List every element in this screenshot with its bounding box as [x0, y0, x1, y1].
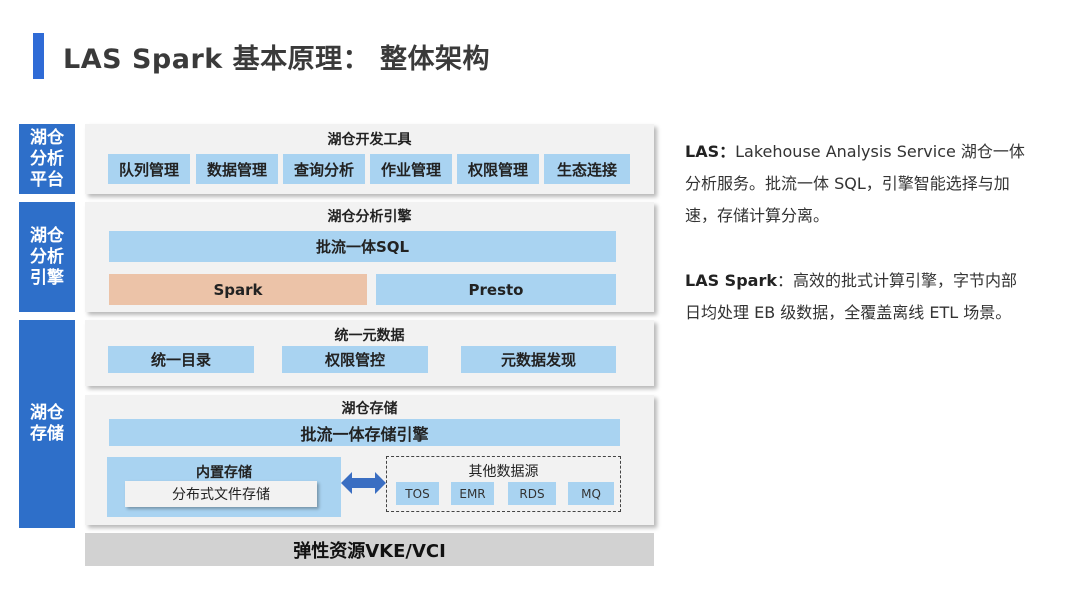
- storage-title: 湖仓存储: [341, 401, 398, 417]
- las-spark-description: LAS Spark：高效的批式计算引擎，字节内部日均处理 EB 级数据，全覆盖离…: [685, 265, 1025, 329]
- las-description-body: Lakehouse Analysis Service 湖仓一体分析服务。批流一体…: [685, 142, 1025, 225]
- dev-tools-title: 湖仓开发工具: [327, 132, 412, 148]
- tool-permission: 权限管理: [457, 154, 539, 184]
- metadata-panel: 统一元数据 统一目录 权限管控 元数据发现: [85, 320, 654, 386]
- las-description-head: LAS：: [685, 142, 736, 161]
- source-mq: MQ: [568, 482, 614, 505]
- page-title: LAS Spark 基本原理： 整体架构: [63, 44, 491, 75]
- elastic-resources-bar: 弹性资源VKE/VCI: [85, 533, 654, 566]
- engine-title: 湖仓分析引擎: [327, 209, 412, 225]
- builtin-storage-label: 内置存储: [196, 465, 252, 481]
- side-label-engine: 湖仓分析引擎: [19, 202, 75, 312]
- other-data-sources: 其他数据源 TOS EMR RDS MQ: [386, 456, 621, 512]
- permission-control: 权限管控: [282, 346, 428, 373]
- batch-stream-sql: 批流一体SQL: [109, 231, 616, 262]
- title-accent-bar: [33, 33, 44, 79]
- tool-queue: 队列管理: [108, 154, 190, 184]
- dev-tools-panel: 湖仓开发工具 队列管理 数据管理 查询分析 作业管理 权限管理 生态连接: [85, 124, 654, 194]
- source-rds: RDS: [508, 482, 556, 505]
- engine-panel: 湖仓分析引擎 批流一体SQL Spark Presto: [85, 202, 654, 312]
- source-tos: TOS: [396, 482, 439, 505]
- las-description: LAS：Lakehouse Analysis Service 湖仓一体分析服务。…: [685, 136, 1025, 232]
- las-spark-description-head: LAS Spark: [685, 271, 777, 290]
- builtin-storage: 内置存储 分布式文件存储: [107, 457, 341, 517]
- metadata-discovery: 元数据发现: [461, 346, 616, 373]
- storage-engine: 批流一体存储引擎: [109, 419, 620, 446]
- double-arrow-icon: [341, 472, 386, 494]
- unified-catalog: 统一目录: [108, 346, 254, 373]
- side-label-platform: 湖仓分析平台: [19, 124, 75, 194]
- presto-engine: Presto: [376, 274, 616, 305]
- metadata-title: 统一元数据: [334, 328, 405, 344]
- other-sources-label: 其他数据源: [468, 464, 539, 480]
- tool-query: 查询分析: [283, 154, 365, 184]
- tool-data: 数据管理: [196, 154, 278, 184]
- distributed-file-storage: 分布式文件存储: [125, 481, 317, 507]
- las-spark-description-body: ：高效的批式计算引擎，字节内部日均处理 EB 级数据，全覆盖离线 ETL 场景。: [685, 271, 1017, 322]
- source-emr: EMR: [451, 482, 494, 505]
- tool-ecosystem: 生态连接: [544, 154, 630, 184]
- side-label-storage: 湖仓存储: [19, 320, 75, 528]
- tool-job: 作业管理: [370, 154, 452, 184]
- storage-panel: 湖仓存储 批流一体存储引擎 内置存储 分布式文件存储 其他数据源 TOS EMR…: [85, 395, 654, 525]
- spark-engine: Spark: [109, 274, 367, 305]
